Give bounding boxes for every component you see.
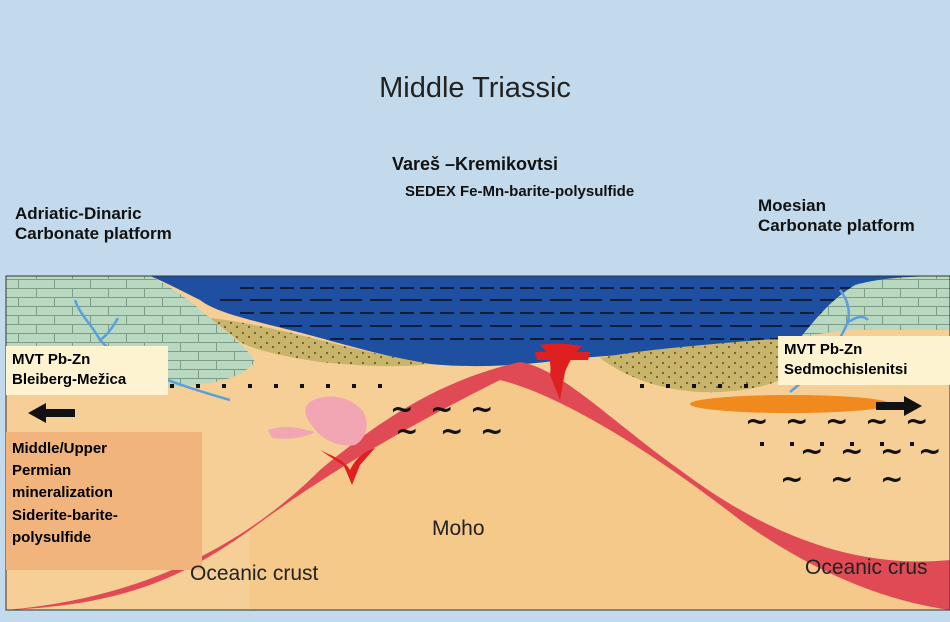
- svg-text:~: ~: [745, 404, 768, 437]
- svg-text:~: ~: [918, 434, 941, 467]
- permian-mineralization-box: Middle/Upper Permian mineralization Side…: [6, 432, 202, 570]
- left-vent-pink-body: [305, 396, 367, 446]
- east-platform-line1: Moesian: [758, 196, 827, 215]
- oceanic-crust-right-label: Oceanic crus: [805, 556, 928, 579]
- oceanic-crust-left-label: Oceanic crust: [190, 562, 319, 585]
- west-platform-line1: Adriatic-Dinaric: [15, 204, 142, 223]
- east-platform-line2: Carbonate platform: [758, 215, 915, 235]
- svg-text:~: ~: [395, 414, 418, 447]
- central-vent-top: [535, 352, 590, 360]
- svg-text:~: ~: [880, 434, 903, 467]
- orange-ore-body: [690, 395, 890, 413]
- west-debris-slope: [210, 318, 430, 367]
- svg-text:~: ~: [865, 404, 888, 437]
- svg-text:~: ~: [480, 414, 503, 447]
- east-carbonate-platform: [800, 276, 950, 338]
- permian-line3: mineralization: [12, 484, 113, 502]
- svg-text:~: ~: [440, 414, 463, 447]
- svg-text:~: ~: [880, 462, 903, 495]
- diagram-title: Middle Triassic: [379, 72, 571, 104]
- permian-line5: polysulfide: [12, 528, 92, 546]
- permian-line1: Middle/Upper: [12, 440, 108, 457]
- mantle-dome: [250, 380, 950, 610]
- east-debris-slope: [600, 339, 800, 393]
- sea-lines: [220, 287, 930, 340]
- svg-text:~: ~: [905, 404, 928, 437]
- sediment-dots: [170, 384, 914, 446]
- tilde-marks: ~~~ ~~~ ~~~~~ ~~~~ ~~~: [390, 392, 941, 495]
- west-platform-line2: Carbonate platform: [15, 223, 172, 243]
- sedex-deposit-name: Vareš –Kremikovtsi: [391, 154, 559, 174]
- east-arrow: [876, 396, 922, 416]
- west-mvt-line2: Bleiberg-Mežica: [12, 371, 127, 389]
- east-platform-label: Moesian Carbonate platform: [758, 196, 915, 235]
- svg-text:~: ~: [470, 392, 493, 425]
- west-platform-label: Adriatic-Dinaric Carbonate platform: [15, 204, 172, 243]
- svg-text:~: ~: [785, 404, 808, 437]
- permian-line4: Siderite-barite-: [12, 506, 118, 524]
- west-mvt-box: MVT Pb-Zn Bleiberg-Mežica: [6, 346, 168, 395]
- east-mvt-line1: MVT Pb-Zn: [784, 341, 863, 358]
- left-vent-pink-branch: [268, 426, 315, 439]
- sedex-deposit-type: SEDEX Fe-Mn-barite-polysulfide: [405, 183, 635, 200]
- svg-text:~: ~: [825, 404, 848, 437]
- svg-text:~: ~: [840, 434, 863, 467]
- permian-line2: Permian: [12, 462, 72, 480]
- east-mvt-line2: Sedmochislenitsi: [784, 361, 908, 379]
- east-mvt-box: MVT Pb-Zn Sedmochislenitsi: [778, 336, 950, 385]
- left-vent: [320, 448, 375, 485]
- svg-text:~: ~: [390, 392, 413, 425]
- west-mvt-line1: MVT Pb-Zn: [12, 351, 91, 368]
- svg-text:~: ~: [800, 434, 823, 467]
- svg-text:~: ~: [780, 462, 803, 495]
- west-arrow: [28, 403, 75, 423]
- svg-text:~: ~: [430, 392, 453, 425]
- svg-text:~: ~: [830, 462, 853, 495]
- moho-label: Moho: [432, 517, 485, 540]
